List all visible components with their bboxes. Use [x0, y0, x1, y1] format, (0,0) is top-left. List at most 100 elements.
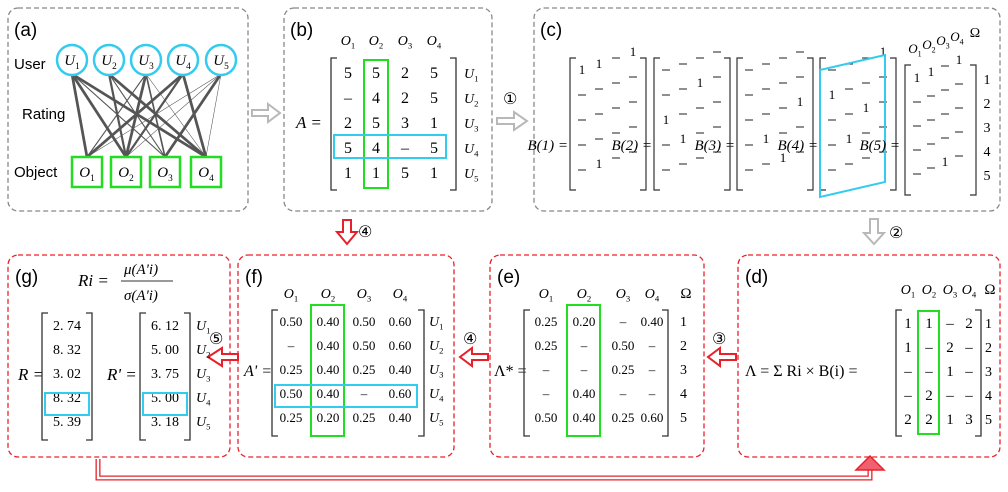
- matrix-cell: 1: [904, 316, 912, 332]
- matrix-cell: 2: [904, 412, 912, 428]
- user-node-label: U2: [101, 53, 117, 72]
- matrix-cell: –: [648, 362, 656, 377]
- row-header: 3: [985, 365, 992, 380]
- panel-g-label: (g): [15, 267, 38, 288]
- rp-value: 3. 18: [151, 415, 179, 430]
- matrix-a-right-bracket: [450, 57, 457, 191]
- r-value: 2. 74: [53, 319, 81, 334]
- step-1-label: ①: [503, 91, 517, 108]
- panel-b-label: (b): [290, 20, 313, 41]
- user-node-label: U5: [213, 53, 229, 72]
- matrix-cell: 2: [344, 115, 352, 132]
- rating-edge: [145, 73, 207, 158]
- col-header: O3: [616, 287, 630, 304]
- matrix-cell: 1: [925, 316, 933, 332]
- panel-borders: [7, 7, 1001, 458]
- indicator-one: 1: [763, 131, 770, 146]
- row-header: 4: [680, 387, 687, 402]
- arrow-f-to-g: ⑤: [206, 331, 239, 368]
- step-4b-label: ④: [463, 331, 477, 348]
- row-header: 4: [985, 389, 992, 404]
- indicator-one: 1: [697, 75, 704, 90]
- rating-row-label: Rating: [22, 106, 65, 123]
- rating-edge: [205, 73, 222, 158]
- matrix-cell: 0.40: [389, 362, 412, 377]
- indicator-one: 1: [829, 87, 836, 102]
- matrix-cell: 3: [401, 115, 409, 132]
- col-header: O4: [393, 287, 408, 304]
- matrix-cell: 1: [344, 165, 352, 182]
- matrix-cell: –: [964, 364, 973, 380]
- col-header: O3: [398, 34, 412, 51]
- g-rp-highlight: [142, 392, 188, 416]
- row-header: U5: [429, 411, 443, 428]
- matrix-cell: –: [648, 386, 656, 401]
- matrix-cell: –: [903, 388, 912, 404]
- rp-value: 5. 00: [151, 343, 179, 358]
- rating-edge: [70, 73, 89, 158]
- matrix-cell: 5: [430, 140, 438, 157]
- col-header: O2: [369, 34, 383, 51]
- matrix-cell: 1: [430, 115, 438, 132]
- matrix-cell: –: [924, 340, 933, 356]
- r-value: 5. 39: [53, 415, 81, 430]
- matrix-cell: 5: [430, 90, 438, 107]
- arrow-c-to-d: ②: [861, 218, 903, 246]
- object-row-label: Object: [14, 164, 58, 181]
- matrix-cell: 4: [372, 90, 380, 107]
- col-header: O4: [645, 287, 660, 304]
- user-node: [204, 43, 238, 77]
- panel-f-label: (f): [245, 267, 263, 288]
- matrix-cell: 0.20: [573, 314, 596, 329]
- indicator-one: 1: [880, 44, 887, 59]
- row-header: U2: [429, 339, 443, 356]
- col-header: O1: [539, 287, 553, 304]
- user-node: [166, 43, 200, 77]
- matrix-cell: 0.25: [535, 314, 558, 329]
- matrix-cell: 1: [372, 165, 380, 182]
- rp-value: 6. 12: [151, 319, 179, 334]
- matrix-cell: 0.40: [573, 410, 596, 425]
- matrix-cell: –: [945, 388, 954, 404]
- step-3-label: ③: [712, 331, 726, 348]
- indicator-one: 1: [780, 150, 787, 165]
- rating-edge: [163, 73, 223, 158]
- indicator-one: 1: [928, 64, 935, 79]
- matrix-cell: –: [580, 362, 588, 377]
- matrix-cell: 0.60: [389, 338, 412, 353]
- matrix-cell: 0.50: [353, 338, 376, 353]
- col-header: O4: [427, 34, 442, 51]
- row-header: U1: [429, 315, 443, 332]
- rating-edge: [125, 73, 222, 158]
- indicator-one: 1: [596, 56, 603, 71]
- row-header: 2: [680, 339, 687, 354]
- matrix-cell: 0.25: [280, 410, 303, 425]
- row-header: U1: [196, 319, 210, 336]
- matrix-cell: –: [924, 364, 933, 380]
- col-header: O2: [922, 37, 935, 54]
- indicator-one: 1: [914, 70, 921, 85]
- row-header: U4: [429, 387, 444, 404]
- r-value: 3. 02: [53, 367, 81, 382]
- panel-c-label: (c): [540, 20, 562, 41]
- matrix-cell: 0.40: [317, 314, 340, 329]
- matrix-cell: 5: [344, 65, 352, 82]
- col-header: O3: [357, 287, 371, 304]
- b-matrix-name: B(3) =: [694, 138, 735, 154]
- indicator-one: 1: [846, 131, 853, 146]
- user-node-label: U4: [175, 53, 191, 72]
- col-header: O3: [943, 283, 957, 300]
- user-row-label: User: [14, 56, 46, 73]
- matrix-cell: –: [542, 386, 550, 401]
- matrix-cell: –: [619, 314, 627, 329]
- matrix-cell: 5: [372, 115, 380, 132]
- object-node-label: O3: [157, 165, 173, 184]
- user-node: [129, 43, 163, 77]
- row-header: U4: [464, 142, 479, 159]
- indicator-one: 1: [863, 100, 870, 115]
